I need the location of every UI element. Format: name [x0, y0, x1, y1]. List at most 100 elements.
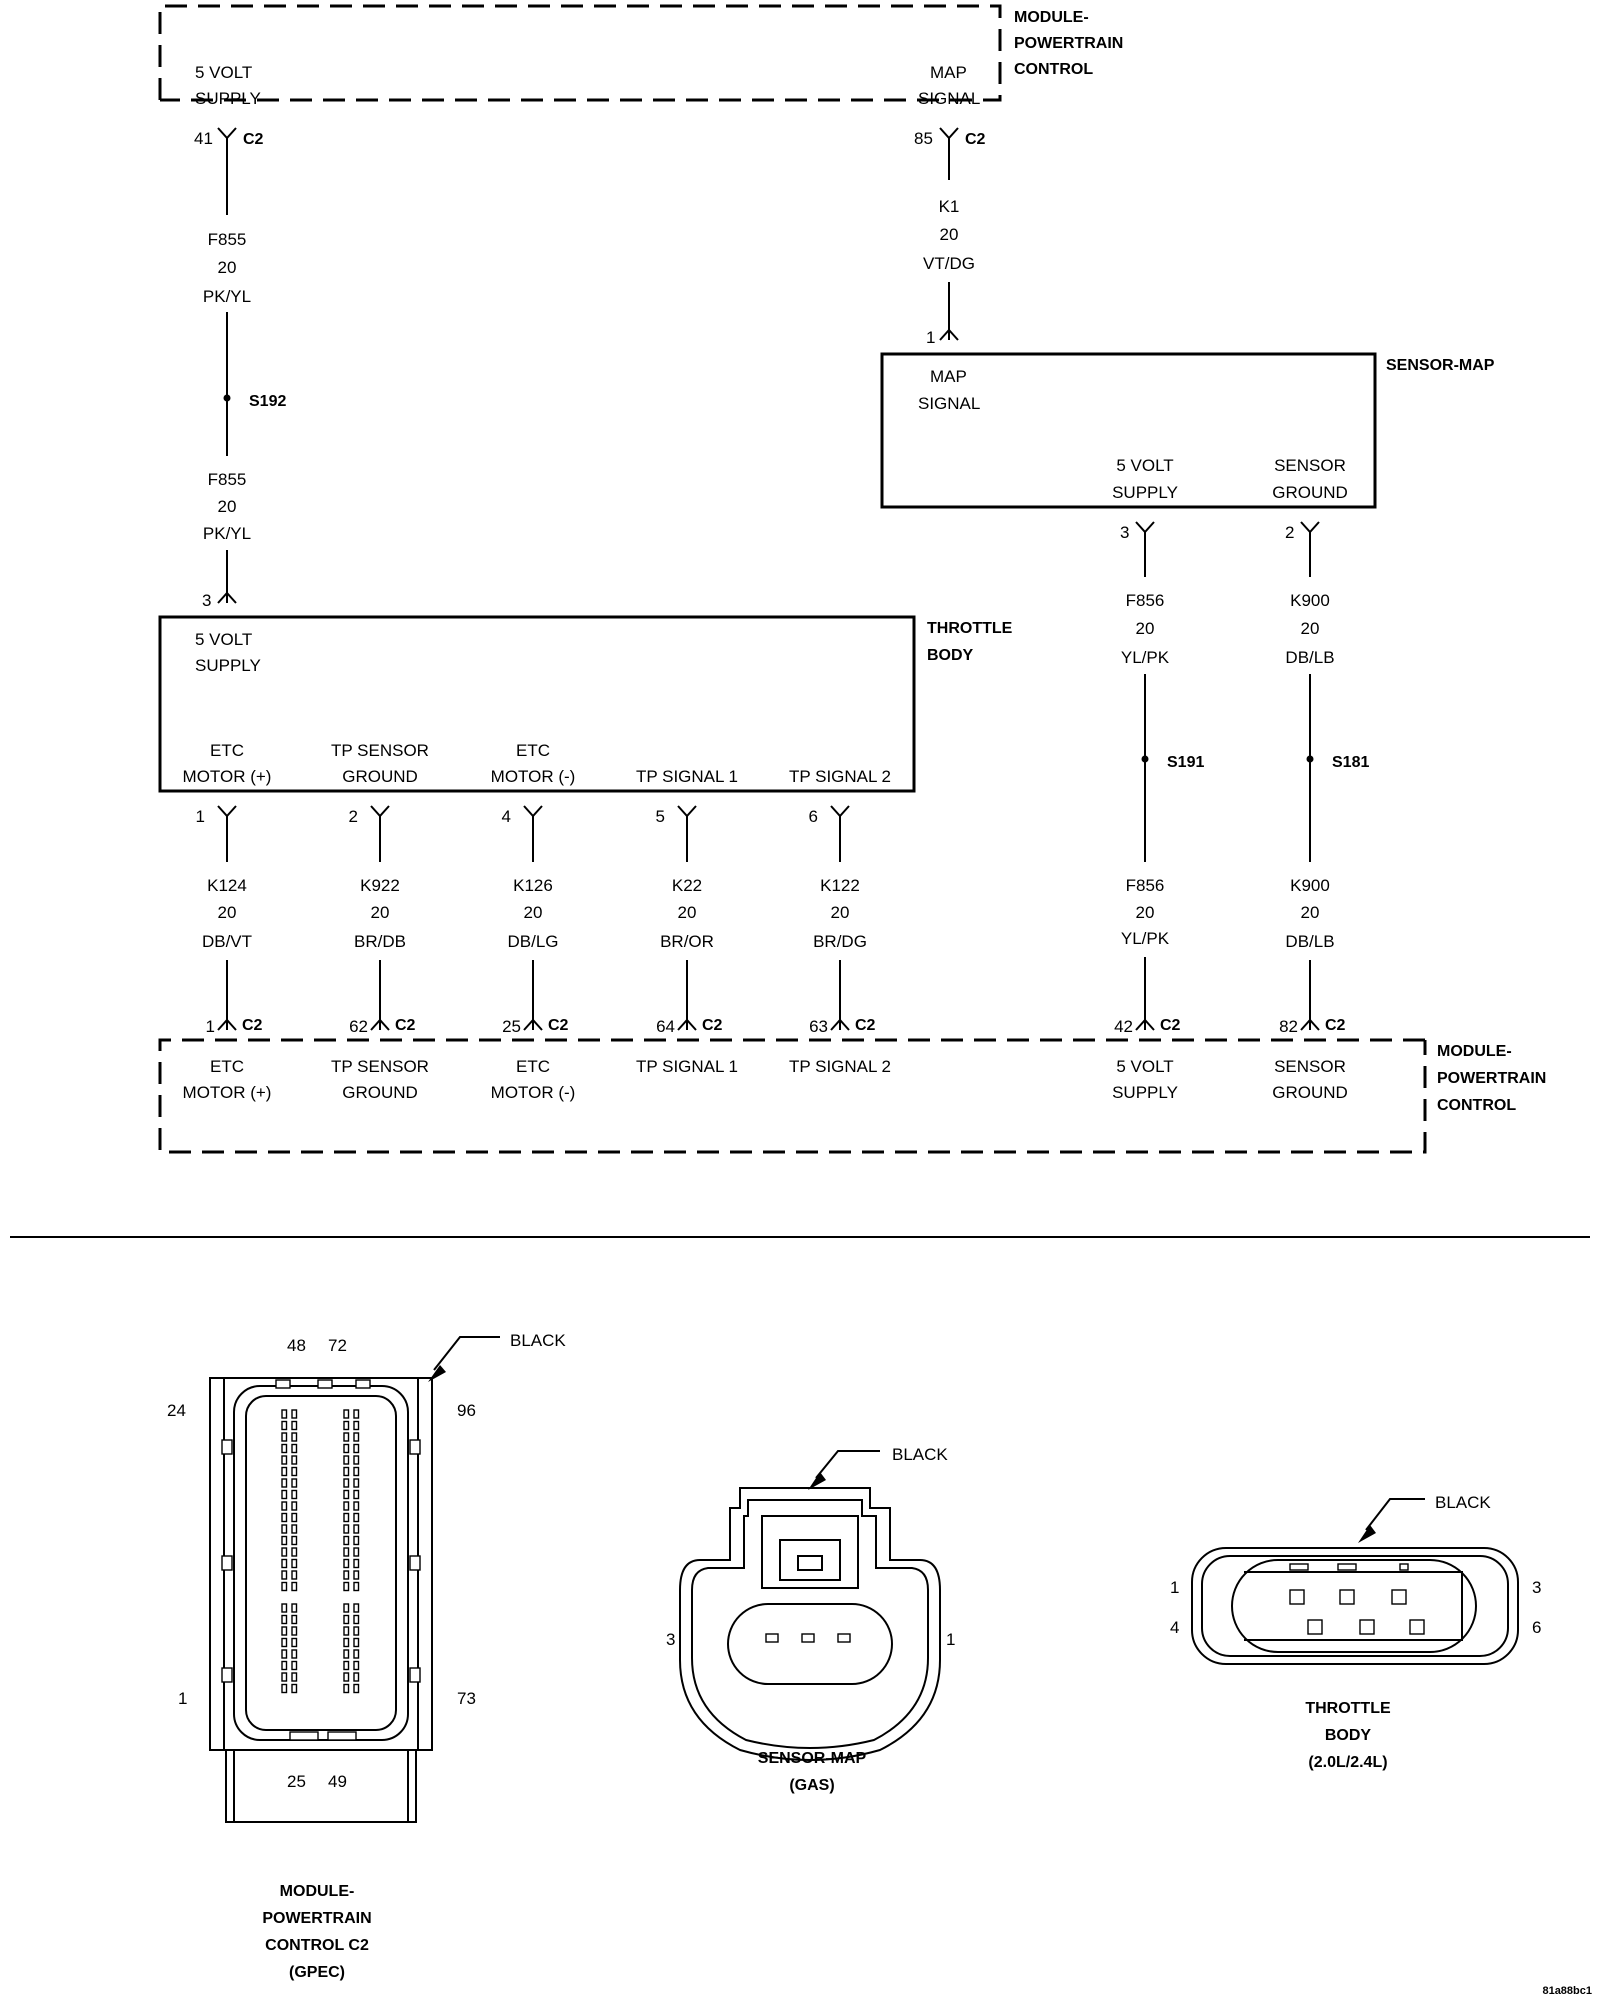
sensor-map-name: SENSOR-MAP — [1386, 357, 1495, 374]
f855-lower-gauge: 20 — [218, 497, 237, 516]
pcm-c2-pin-cavity — [281, 1512, 288, 1523]
map-signal-label-2: SIGNAL — [918, 394, 980, 413]
pcm-bottom-c2-2: C2 — [548, 1017, 569, 1034]
pcm-c2-pin-cavity — [281, 1558, 288, 1569]
pcm-c2-pin-cavity — [353, 1672, 360, 1682]
k900-lower-color: DB/LB — [1285, 932, 1334, 951]
f855-lower-color: PK/YL — [203, 524, 251, 543]
pcm-c2-pin-cavity — [281, 1432, 288, 1442]
pcm-c2-pin-48: 48 — [287, 1336, 306, 1355]
sensor-map-connector-view: 3 1 BLACK SENSOR-MAP (GAS) — [666, 1445, 955, 1794]
tb-view-caption-3: (2.0L/2.4L) — [1308, 1754, 1387, 1771]
pcm-bottom-name-1: MODULE- — [1437, 1043, 1512, 1060]
pcm-c2-pin-cavity — [353, 1570, 360, 1580]
throttle-body-connector-view: 1 4 3 6 BLACK THROTTLE BODY (2.0L/2.4L) — [1170, 1493, 1541, 1771]
pcm-c2-pin-cavity — [291, 1455, 298, 1465]
pcm-c2-pin-cavity — [343, 1649, 350, 1659]
sensor-map-module: MAP SIGNAL 5 VOLT SUPPLY SENSOR GROUND S… — [880, 352, 1495, 509]
map-gnd-label-1: SENSOR — [1274, 456, 1346, 475]
splice-s181-dot — [1306, 755, 1314, 763]
pcm-c2-pin-cavity — [291, 1478, 298, 1488]
tb-wire-gauge-0: 20 — [218, 903, 237, 922]
pcm-top-name-2: POWERTRAIN — [1014, 35, 1123, 52]
tb-view-caption-1: THROTTLE — [1305, 1700, 1391, 1717]
pcm-bottom-pin-label-top-0: ETC — [210, 1057, 244, 1076]
f856-lower-color: YL/PK — [1121, 929, 1170, 948]
tb-supply-label-1: 5 VOLT — [195, 630, 252, 649]
tb-view-pin-4: 4 — [1170, 1618, 1179, 1637]
tb-wire-lower-2 — [523, 960, 543, 1031]
pcm-c2-pin-cavity — [281, 1603, 288, 1613]
pcm-top-c2-left: C2 — [243, 131, 264, 148]
pcm-c2-pin-cavity — [291, 1512, 298, 1523]
pcm-bottom-pin-number-0: 1 — [206, 1017, 215, 1036]
k900-lower-circuit: K900 — [1290, 876, 1330, 895]
pcm-c2-pin-cavity — [281, 1614, 288, 1625]
pcm-c2-pin-cavity — [281, 1672, 288, 1682]
tb-pin-label-top-1: TP SENSOR — [331, 741, 429, 760]
pcm-c2-pin-cavity — [281, 1466, 288, 1477]
tb-pin-label-bottom-1: GROUND — [342, 767, 418, 786]
splice-s192: S192 — [249, 393, 286, 410]
pcm-c2-caption-4: (GPEC) — [289, 1964, 345, 1981]
pcm-c2-pin-cavity — [343, 1489, 350, 1500]
tb-pin-label-bottom-2: MOTOR (-) — [491, 767, 576, 786]
tb-pin-label-top-2: ETC — [516, 741, 550, 760]
f855-lower-circuit: F855 — [208, 470, 247, 489]
pcm-c2-pin-cavity — [281, 1547, 288, 1557]
f855-upper-gauge: 20 — [218, 258, 237, 277]
f856-upper-circuit: F856 — [1126, 591, 1165, 610]
pcm-c2-pin-cavity — [291, 1535, 298, 1546]
k900-lower-gauge: 20 — [1301, 903, 1320, 922]
map-pin-1: 1 — [926, 328, 935, 347]
pcm-c2-pin-cavity — [353, 1512, 360, 1523]
pcm-c2-pin-cavity — [353, 1535, 360, 1546]
wire-f855: 41 C2 F855 20 PK/YL S192 F855 20 PK/YL 3 — [194, 127, 286, 610]
pcm-c2-pin-cavity — [353, 1443, 360, 1454]
f856-upper-color: YL/PK — [1121, 648, 1170, 667]
tb-view-pin-3: 3 — [1532, 1578, 1541, 1597]
pcm-c2-pin-cavity — [343, 1570, 350, 1580]
pcm-top-pin-5v-label-2: SUPPLY — [195, 89, 261, 108]
pcm-bottom-c2-0: C2 — [242, 1017, 263, 1034]
pcm-bottom-pin-number-2: 25 — [502, 1017, 521, 1036]
splice-s192-dot — [223, 394, 231, 402]
pcm-c2-pin-cavity — [343, 1512, 350, 1523]
tb-view-caption-2: BODY — [1325, 1727, 1372, 1744]
tb-name-1: THROTTLE — [927, 620, 1013, 637]
pcm-c2-pin-cavity — [353, 1409, 360, 1419]
pcm-c2-pin-24: 24 — [167, 1401, 186, 1420]
pcm-c2-pin-cavity — [281, 1581, 288, 1592]
pcm-top-module: 5 VOLT SUPPLY MAP SIGNAL MODULE- POWERTR… — [158, 4, 1123, 108]
pcm-c2-pin-cavity — [291, 1547, 298, 1557]
map-5v-label-2: SUPPLY — [1112, 483, 1178, 502]
pcm-c2-pin-cavity — [343, 1432, 350, 1442]
pcm-c2-pin-cavity — [343, 1672, 350, 1682]
tb-supply-label-2: SUPPLY — [195, 656, 261, 675]
pcm-c2-pin-cavity — [281, 1478, 288, 1488]
tb-wire-circuit-0: K124 — [207, 876, 247, 895]
map-view-pin-1: 1 — [946, 1630, 955, 1649]
pcm-top-pin-map-label-1: MAP — [930, 63, 967, 82]
pcm-c2-pin-grid — [281, 1409, 360, 1694]
pcm-top-pin-41: 41 — [194, 129, 213, 148]
pcm-c2-pin-cavity — [343, 1420, 350, 1431]
tb-name-2: BODY — [927, 647, 974, 664]
map-view-pin-3: 3 — [666, 1630, 675, 1649]
pcm-c2-pin-cavity — [281, 1524, 288, 1534]
tb-wire-upper-0 — [217, 805, 237, 862]
footer-id: 81a88bc1 — [1542, 1985, 1592, 1997]
pcm-c2-connector-view: 48 72 24 1 96 73 25 49 BLACK — [167, 1331, 566, 1981]
pcm-c2-pin-cavity — [343, 1558, 350, 1569]
pcm-c2-pin-cavity — [291, 1581, 298, 1592]
pcm-c2-pin-cavity — [291, 1501, 298, 1511]
pcm-c2-pin-cavity — [343, 1478, 350, 1488]
tb-wire-color-2: DB/LG — [507, 932, 558, 951]
k900-upper-gauge: 20 — [1301, 619, 1320, 638]
pcm-c2-pin-73: 73 — [457, 1689, 476, 1708]
throttle-body-wires: 1K12420DB/VT2K92220BR/DB4K12620DB/LG5K22… — [196, 805, 867, 1031]
pcm-c2-color: BLACK — [510, 1331, 566, 1350]
pcm-c2-pin-cavity — [291, 1626, 298, 1636]
